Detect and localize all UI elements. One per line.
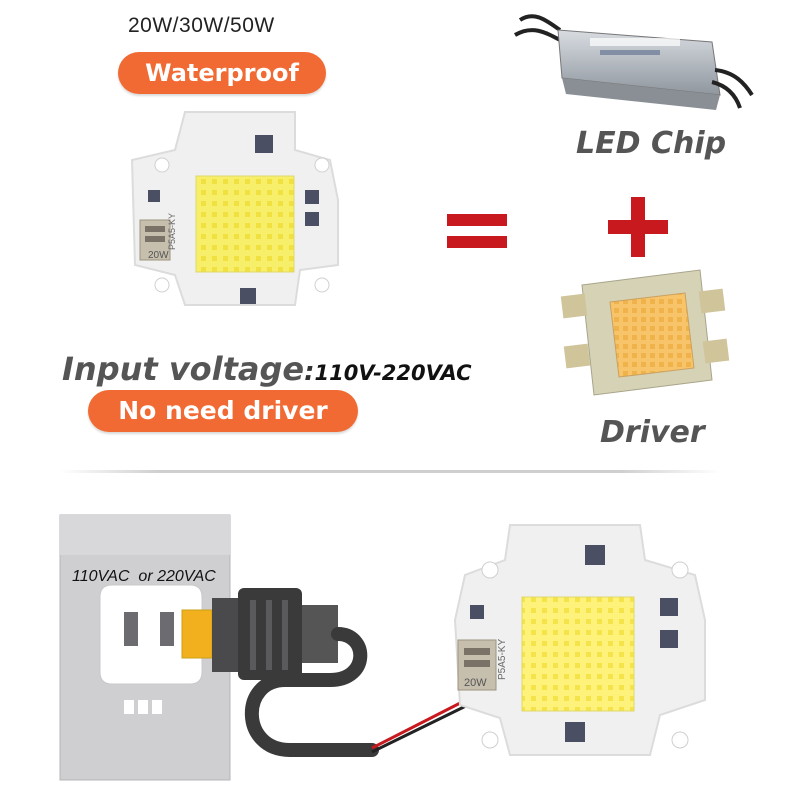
black-wire (371, 701, 473, 754)
chip-marking-wattage-bottom: 20W (464, 677, 487, 689)
bare-led-chip (560, 269, 730, 396)
chip-marking-top: P5A5-KY (167, 213, 177, 250)
input-voltage-value: 110V-220VAC (314, 361, 472, 385)
no-driver-badge: No need driver (88, 390, 358, 432)
outlet-voltage-text: 110VAC or 220VAC (72, 568, 216, 585)
input-voltage-line: Input voltage:110V-220VAC (62, 350, 472, 388)
input-voltage-label: Input voltage (62, 350, 305, 388)
plus-icon (608, 197, 668, 257)
led-driver-box (513, 14, 754, 110)
power-cable (244, 627, 379, 757)
red-wire (371, 696, 471, 750)
wattage-text: 20W/30W/50W (128, 14, 275, 37)
equals-icon (447, 214, 507, 248)
waterproof-badge: Waterproof (118, 52, 326, 94)
section-divider (60, 470, 720, 473)
cob-chip-top: 20W P5A5-KY (130, 111, 339, 306)
chip-marking-top-bottom: P5A5-KY (497, 639, 508, 680)
cob-chip-bottom: 20W P5A5-KY (453, 524, 706, 756)
input-voltage-separator: : (304, 357, 315, 387)
driver-label: Driver (600, 415, 705, 450)
chip-marking-wattage: 20W (148, 250, 169, 261)
led-chip-label: LED Chip (576, 126, 727, 161)
